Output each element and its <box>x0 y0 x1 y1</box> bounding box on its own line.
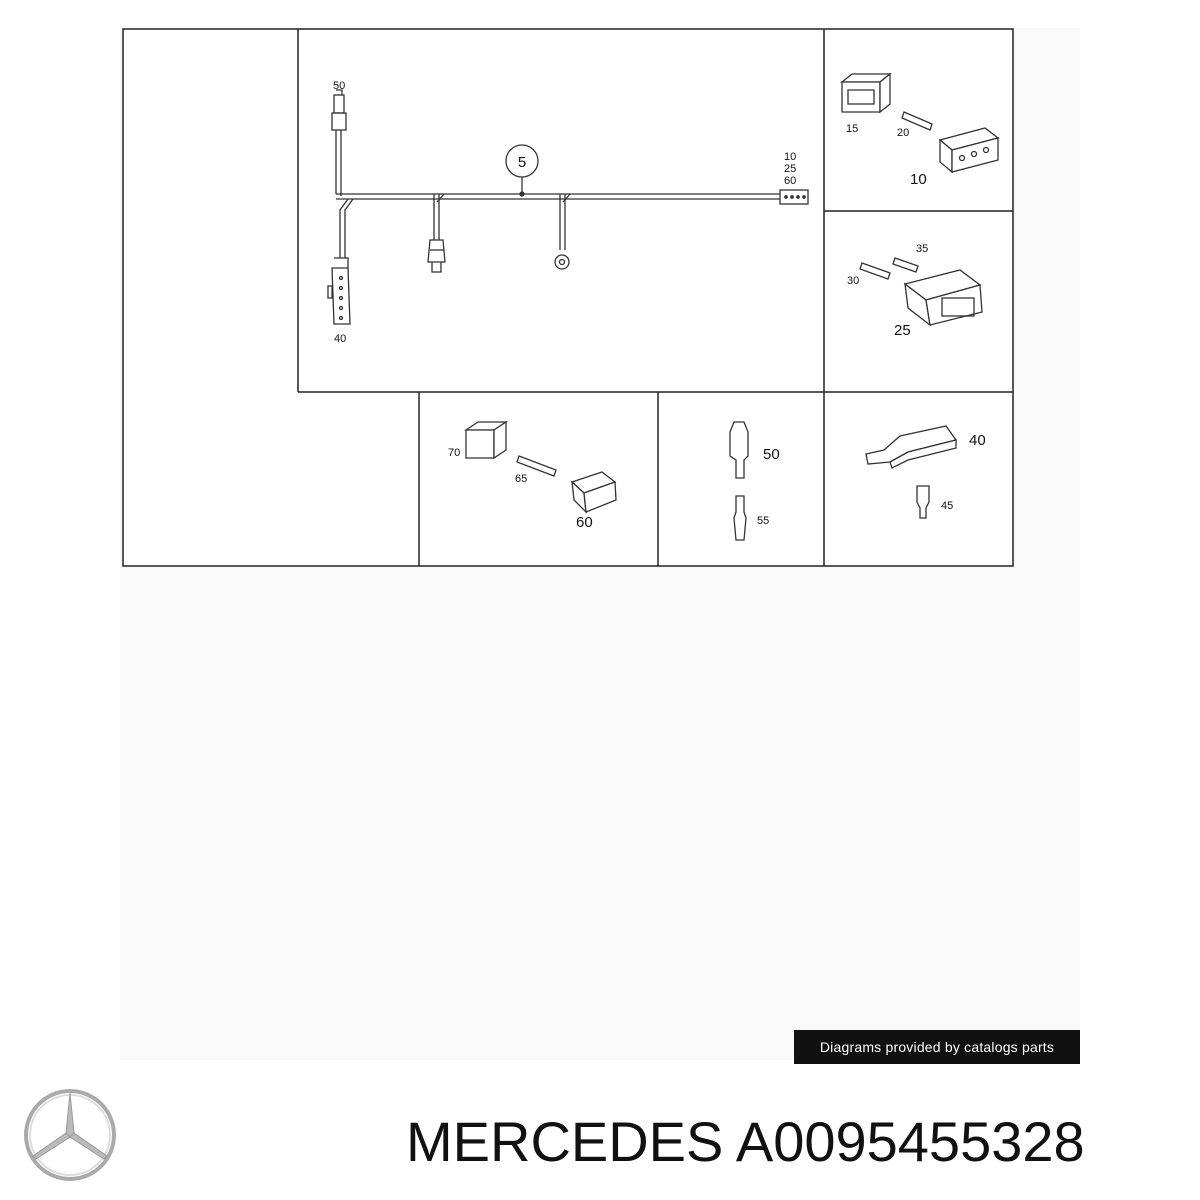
label-55: 55 <box>757 515 769 527</box>
label-40: 40 <box>969 432 986 449</box>
label-10-main: 10 <box>784 151 796 163</box>
part-title: MERCEDES A0095455328 <box>406 1110 1085 1174</box>
label-50: 50 <box>763 446 780 463</box>
label-40-main: 40 <box>334 333 346 345</box>
connector-25-drawing <box>859 257 983 327</box>
label-65: 65 <box>515 473 527 485</box>
label-10: 10 <box>910 171 927 188</box>
label-50-main: 50 <box>333 80 345 92</box>
label-15: 15 <box>846 123 858 135</box>
label-60-main: 60 <box>784 175 796 187</box>
part-number: A0095455328 <box>735 1110 1085 1173</box>
diagram-frame <box>122 28 1014 567</box>
label-70: 70 <box>448 447 460 459</box>
connector-60-drawing <box>463 420 617 514</box>
credit-badge: Diagrams provided by catalogs parts <box>794 1030 1080 1064</box>
label-25: 25 <box>894 322 911 339</box>
label-25-main: 25 <box>784 163 796 175</box>
brand-name: MERCEDES <box>406 1110 724 1173</box>
label-35: 35 <box>916 243 928 255</box>
mercedes-star-logo <box>24 1089 116 1181</box>
label-60: 60 <box>576 514 593 531</box>
connector-40-45-drawing <box>865 425 958 519</box>
terminal-50-55-drawing <box>729 421 749 541</box>
main-wiring-harness <box>327 89 809 325</box>
callout-5: 5 <box>518 154 526 171</box>
label-45: 45 <box>941 500 953 512</box>
connector-10-drawing <box>840 72 1000 174</box>
label-20: 20 <box>897 127 909 139</box>
label-30: 30 <box>847 275 859 287</box>
